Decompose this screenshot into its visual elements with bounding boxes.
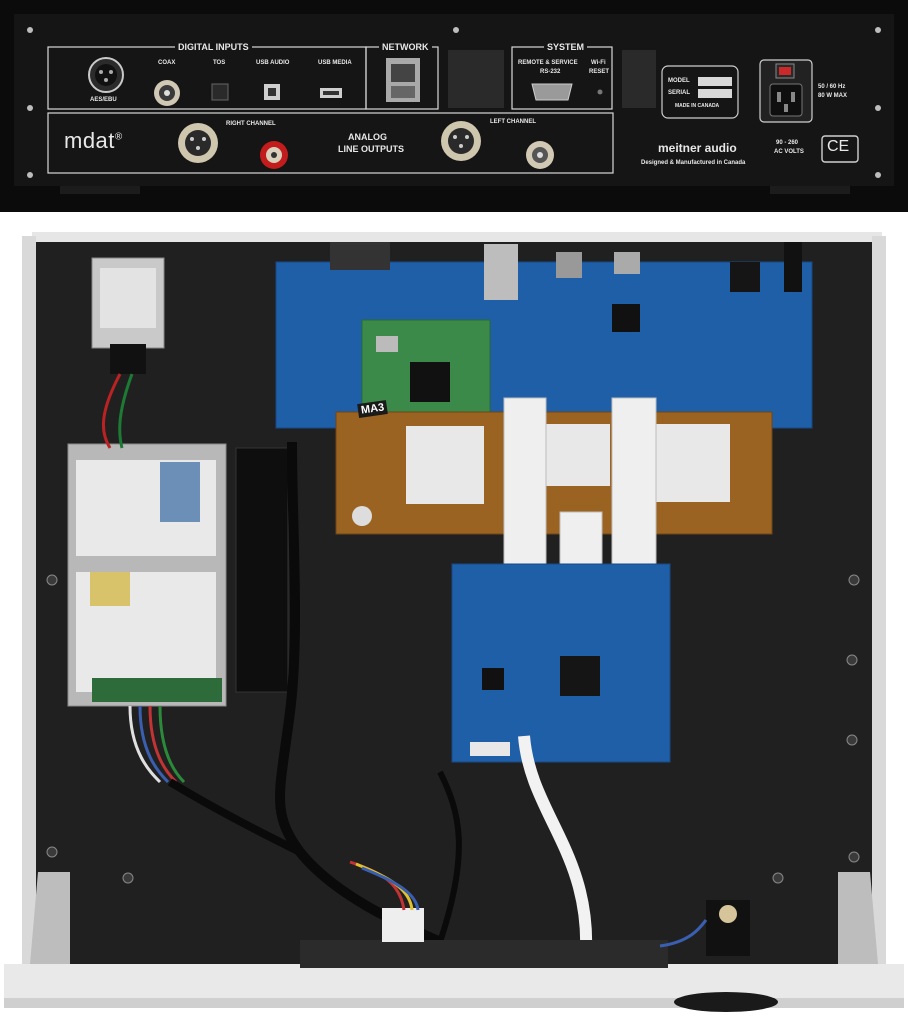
analog-label: ANALOG xyxy=(348,132,387,142)
rear-panel-art xyxy=(14,14,894,194)
front-foot xyxy=(674,992,778,1012)
vent-grid xyxy=(448,50,656,108)
model-label: MODEL xyxy=(668,78,690,84)
rear-panel: DIGITAL INPUTS NETWORK SYSTEM AES/EBU CO… xyxy=(0,0,908,212)
front-ribbon xyxy=(518,735,593,953)
right-channel-label: RIGHT CHANNEL xyxy=(226,121,276,127)
made-in-label: MADE IN CANADA xyxy=(675,103,720,109)
volts-label: AC VOLTS xyxy=(774,149,804,155)
logo-text: mdat xyxy=(64,128,115,153)
brand-name: meitner audio xyxy=(658,141,737,155)
screw xyxy=(27,105,33,111)
coax-label: COAX xyxy=(158,60,176,66)
screw xyxy=(27,27,33,33)
front-pcb xyxy=(300,940,668,968)
screw xyxy=(875,105,881,111)
digital-inputs-heading: DIGITAL INPUTS xyxy=(175,42,252,52)
reset-button xyxy=(597,89,603,95)
screw xyxy=(453,27,459,33)
braided-cable xyxy=(275,441,443,947)
tagline: Designed & Manufactured in Canada xyxy=(641,160,746,166)
rs232-port xyxy=(531,83,573,101)
interior-view: MA3 xyxy=(0,212,908,1024)
left-channel-label: LEFT CHANNEL xyxy=(490,119,536,125)
screw xyxy=(875,172,881,178)
remote-service-label: REMOTE & SERVICE xyxy=(518,60,578,66)
serial-label: SERIAL xyxy=(668,90,691,96)
frequency-label: 50 / 60 Hz xyxy=(818,84,846,90)
usb-media-label: USB MEDIA xyxy=(318,60,352,66)
interior-art xyxy=(4,232,904,1012)
reset-label: RESET xyxy=(589,69,610,75)
max-power-label: 80 W MAX xyxy=(818,93,848,99)
mounting-bracket xyxy=(235,447,289,693)
toslink-port xyxy=(211,83,229,101)
aes-ebu-label: AES/EBU xyxy=(90,97,117,103)
tos-label: TOS xyxy=(213,60,226,66)
mdat-logo: mdat® xyxy=(64,128,123,154)
network-heading: NETWORK xyxy=(379,42,432,52)
ce-mark: CE xyxy=(827,138,850,155)
line-outputs-label: LINE OUTPUTS xyxy=(338,144,405,154)
screw xyxy=(875,27,881,33)
rs232-label: RS-232 xyxy=(540,69,561,75)
model-plate xyxy=(661,65,739,119)
usb-audio-label: USB AUDIO xyxy=(256,60,290,66)
volts-range-label: 90 - 260 xyxy=(776,140,799,146)
logo-registered: ® xyxy=(114,131,123,143)
screw xyxy=(27,172,33,178)
system-heading: SYSTEM xyxy=(544,42,588,52)
wifi-label: Wi-Fi xyxy=(591,60,606,66)
